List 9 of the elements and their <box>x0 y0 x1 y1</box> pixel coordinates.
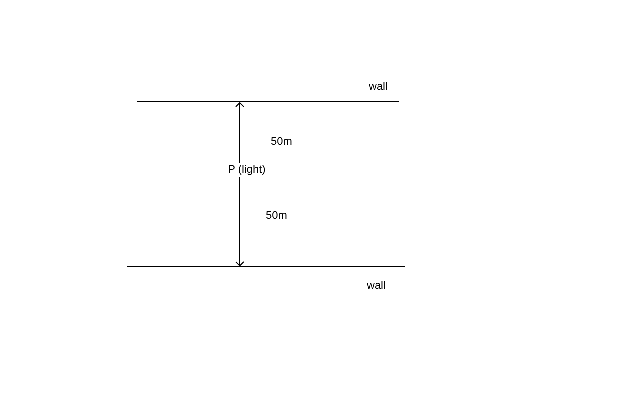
wall-line <box>137 101 399 103</box>
edge-label: 50m <box>266 209 288 223</box>
wall-label: wall <box>367 279 386 293</box>
edge-label: 50m <box>271 135 292 149</box>
arrow <box>236 176 244 266</box>
wall-line <box>127 266 405 268</box>
wall-label: wall <box>369 80 388 94</box>
point-label: P (light) <box>224 163 270 177</box>
arrow <box>236 102 244 164</box>
